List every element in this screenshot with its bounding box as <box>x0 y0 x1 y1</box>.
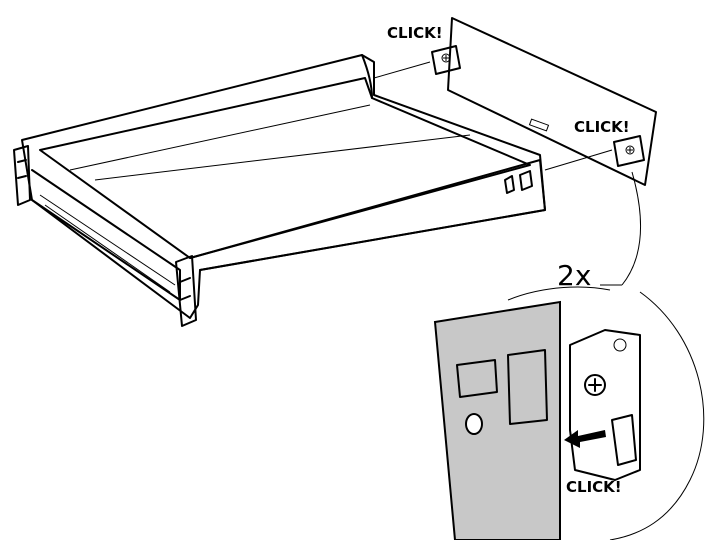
click-label-right: CLICK! <box>574 118 630 136</box>
connector-lines <box>373 61 641 301</box>
clip-fitting-top <box>431 45 461 75</box>
drawer <box>13 54 546 327</box>
push-arrow-icon <box>564 430 606 448</box>
detail-callout <box>433 291 705 540</box>
click-label-detail: CLICK! <box>566 478 622 496</box>
click-label-top: CLICK! <box>387 24 443 42</box>
quantity-label: 2x <box>557 259 591 292</box>
front-panel <box>447 17 657 186</box>
clip-fitting-right <box>613 135 645 167</box>
